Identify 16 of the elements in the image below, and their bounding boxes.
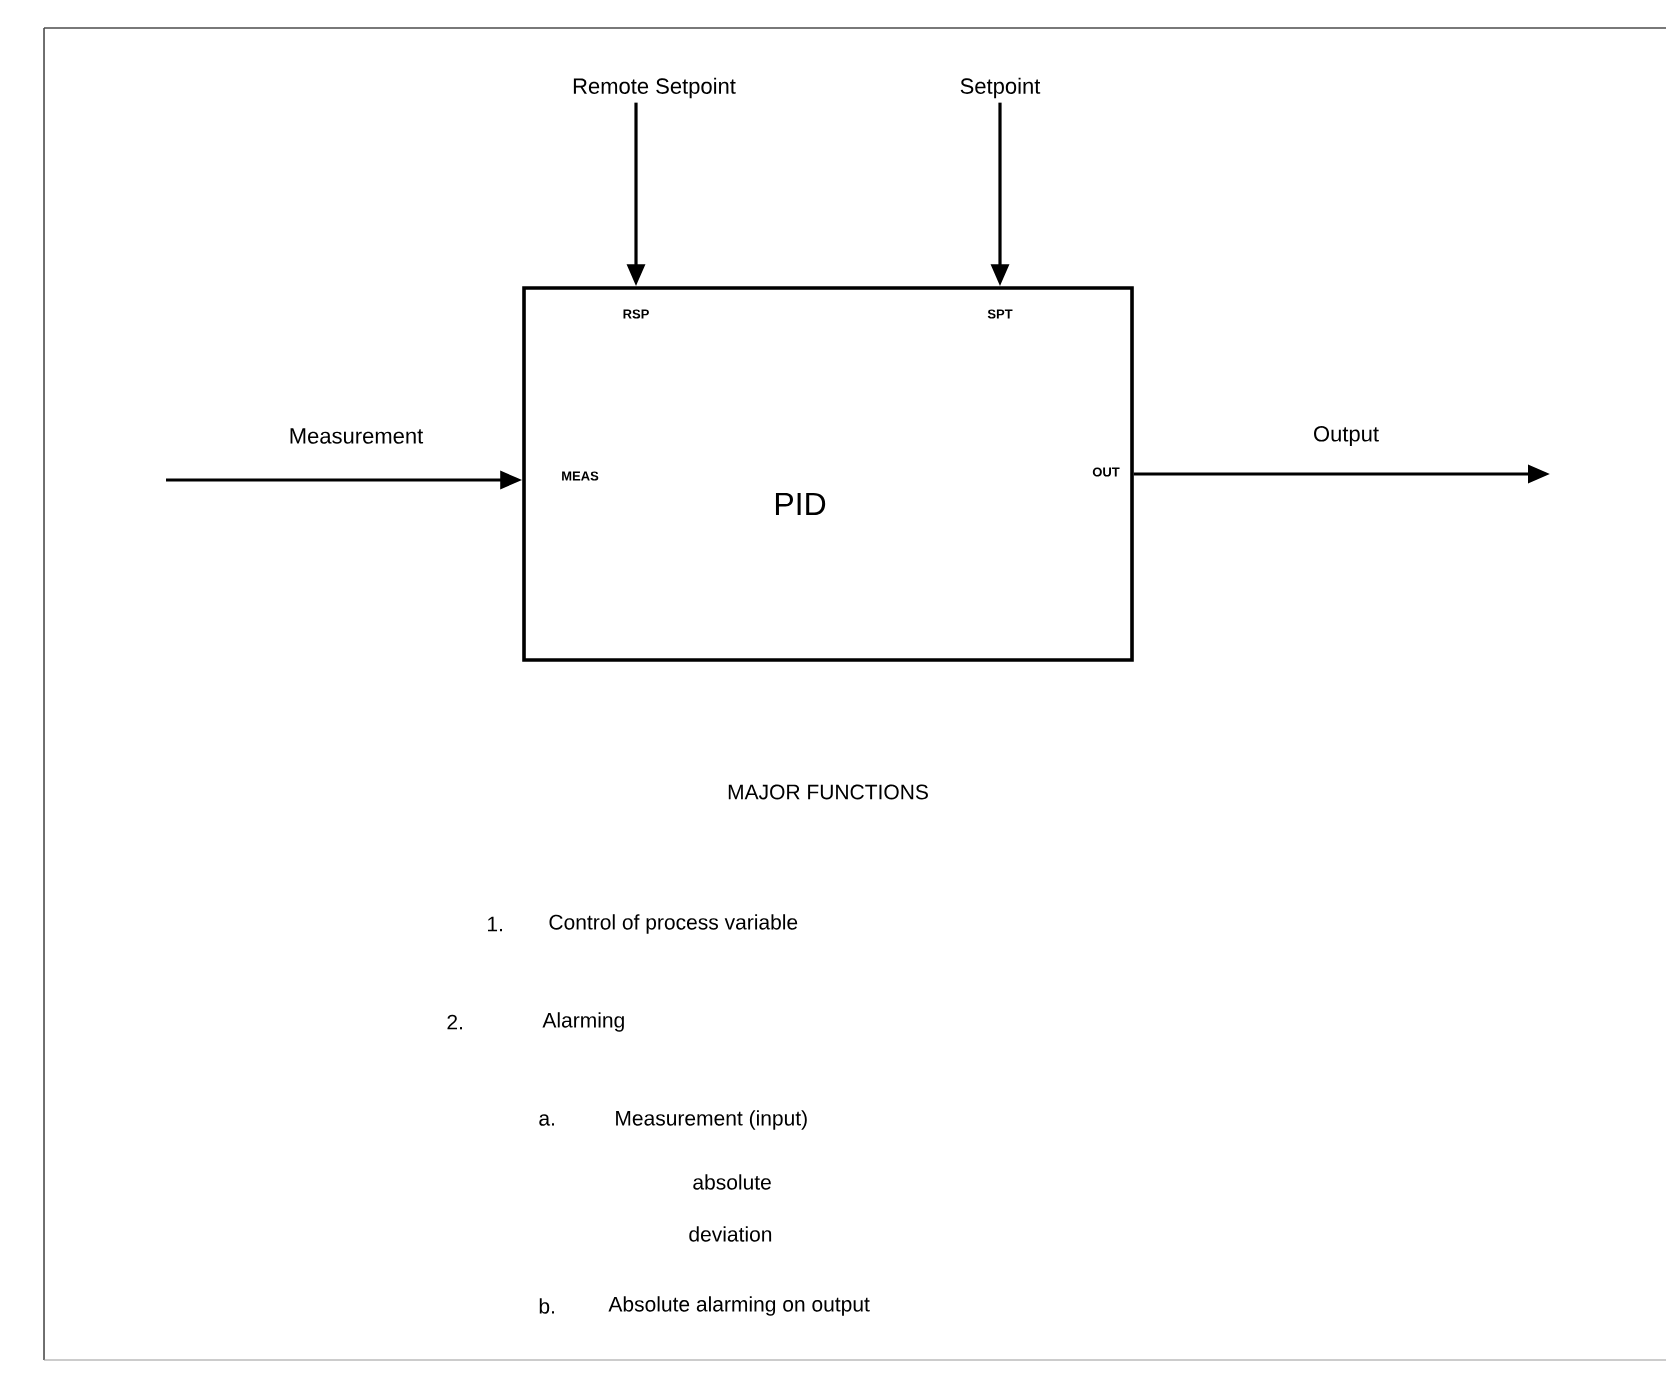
list-letter: b. xyxy=(539,1298,554,1314)
list-item: Absolute alarming on output xyxy=(608,1296,870,1316)
list-item: deviation xyxy=(689,1226,772,1242)
list-item: Measurement (input) xyxy=(616,1110,807,1130)
edge-label: Measurement xyxy=(286,426,426,446)
list-item: Control of process variable xyxy=(549,914,798,934)
list-number: 2. xyxy=(447,1014,462,1030)
list-item: absolute xyxy=(693,1174,771,1190)
list-item: Alarming xyxy=(542,1012,624,1032)
list-letter: a. xyxy=(539,1114,554,1126)
block-label: PID xyxy=(775,493,826,515)
list-heading: MAJOR FUNCTIONS xyxy=(728,784,928,800)
list-number: 1. xyxy=(488,916,502,932)
input-label: Setpoint xyxy=(960,77,1041,99)
input-label: Remote Setpoint xyxy=(573,77,736,99)
edge-label: Output xyxy=(1311,424,1382,448)
